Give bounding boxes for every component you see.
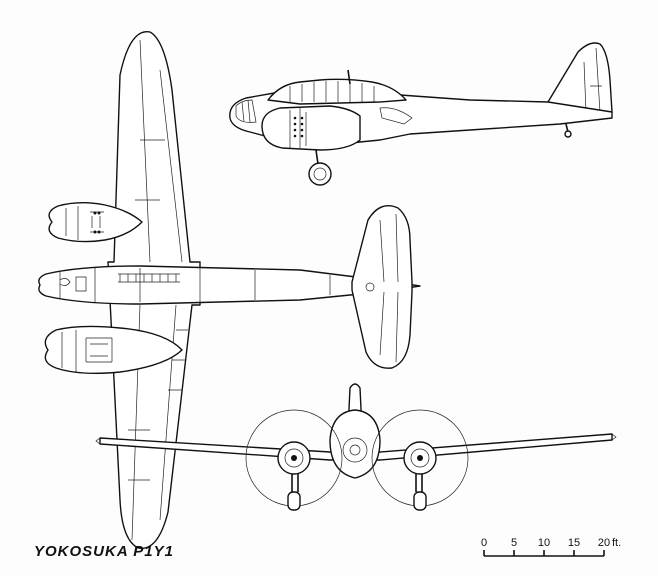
side-view [229,42,613,186]
plan-view-upper-nacelle [48,202,143,243]
scale-tick-5: 5 [510,537,518,549]
scale-bar [483,550,605,557]
plan-view-tailplane [351,205,413,369]
side-view-fin [547,42,613,119]
scale-tick-20: 20 [597,537,611,549]
front-view-right-wheel [413,491,427,511]
drawing-title: YOKOSUKA P1Y1 [34,543,174,560]
plan-view-lower-nacelle [44,325,183,375]
front-view-fuselage [329,409,381,479]
side-view-main-wheel [308,162,332,186]
scale-unit: ft. [612,537,622,549]
side-view-nacelle [261,105,361,151]
plan-view-fuselage [38,265,421,305]
front-view-left-wheel [287,491,301,511]
plan-view [38,31,421,550]
front-view [95,383,617,511]
scale-tick-10: 10 [537,537,551,549]
scale-tick-15: 15 [567,537,581,549]
scale-tick-0: 0 [480,537,488,549]
